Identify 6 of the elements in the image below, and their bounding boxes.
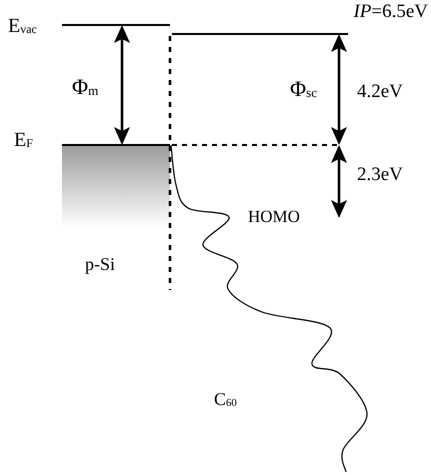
energy-label: HOMO <box>248 208 300 225</box>
energy-label: 4.2eV <box>357 82 403 101</box>
energy-label: 2.3eV <box>357 165 403 184</box>
energy-label: C$_{60}$ <box>214 390 237 408</box>
energy-label: p-Si <box>85 255 116 273</box>
energy-label: IP=6.5eV <box>353 2 428 21</box>
